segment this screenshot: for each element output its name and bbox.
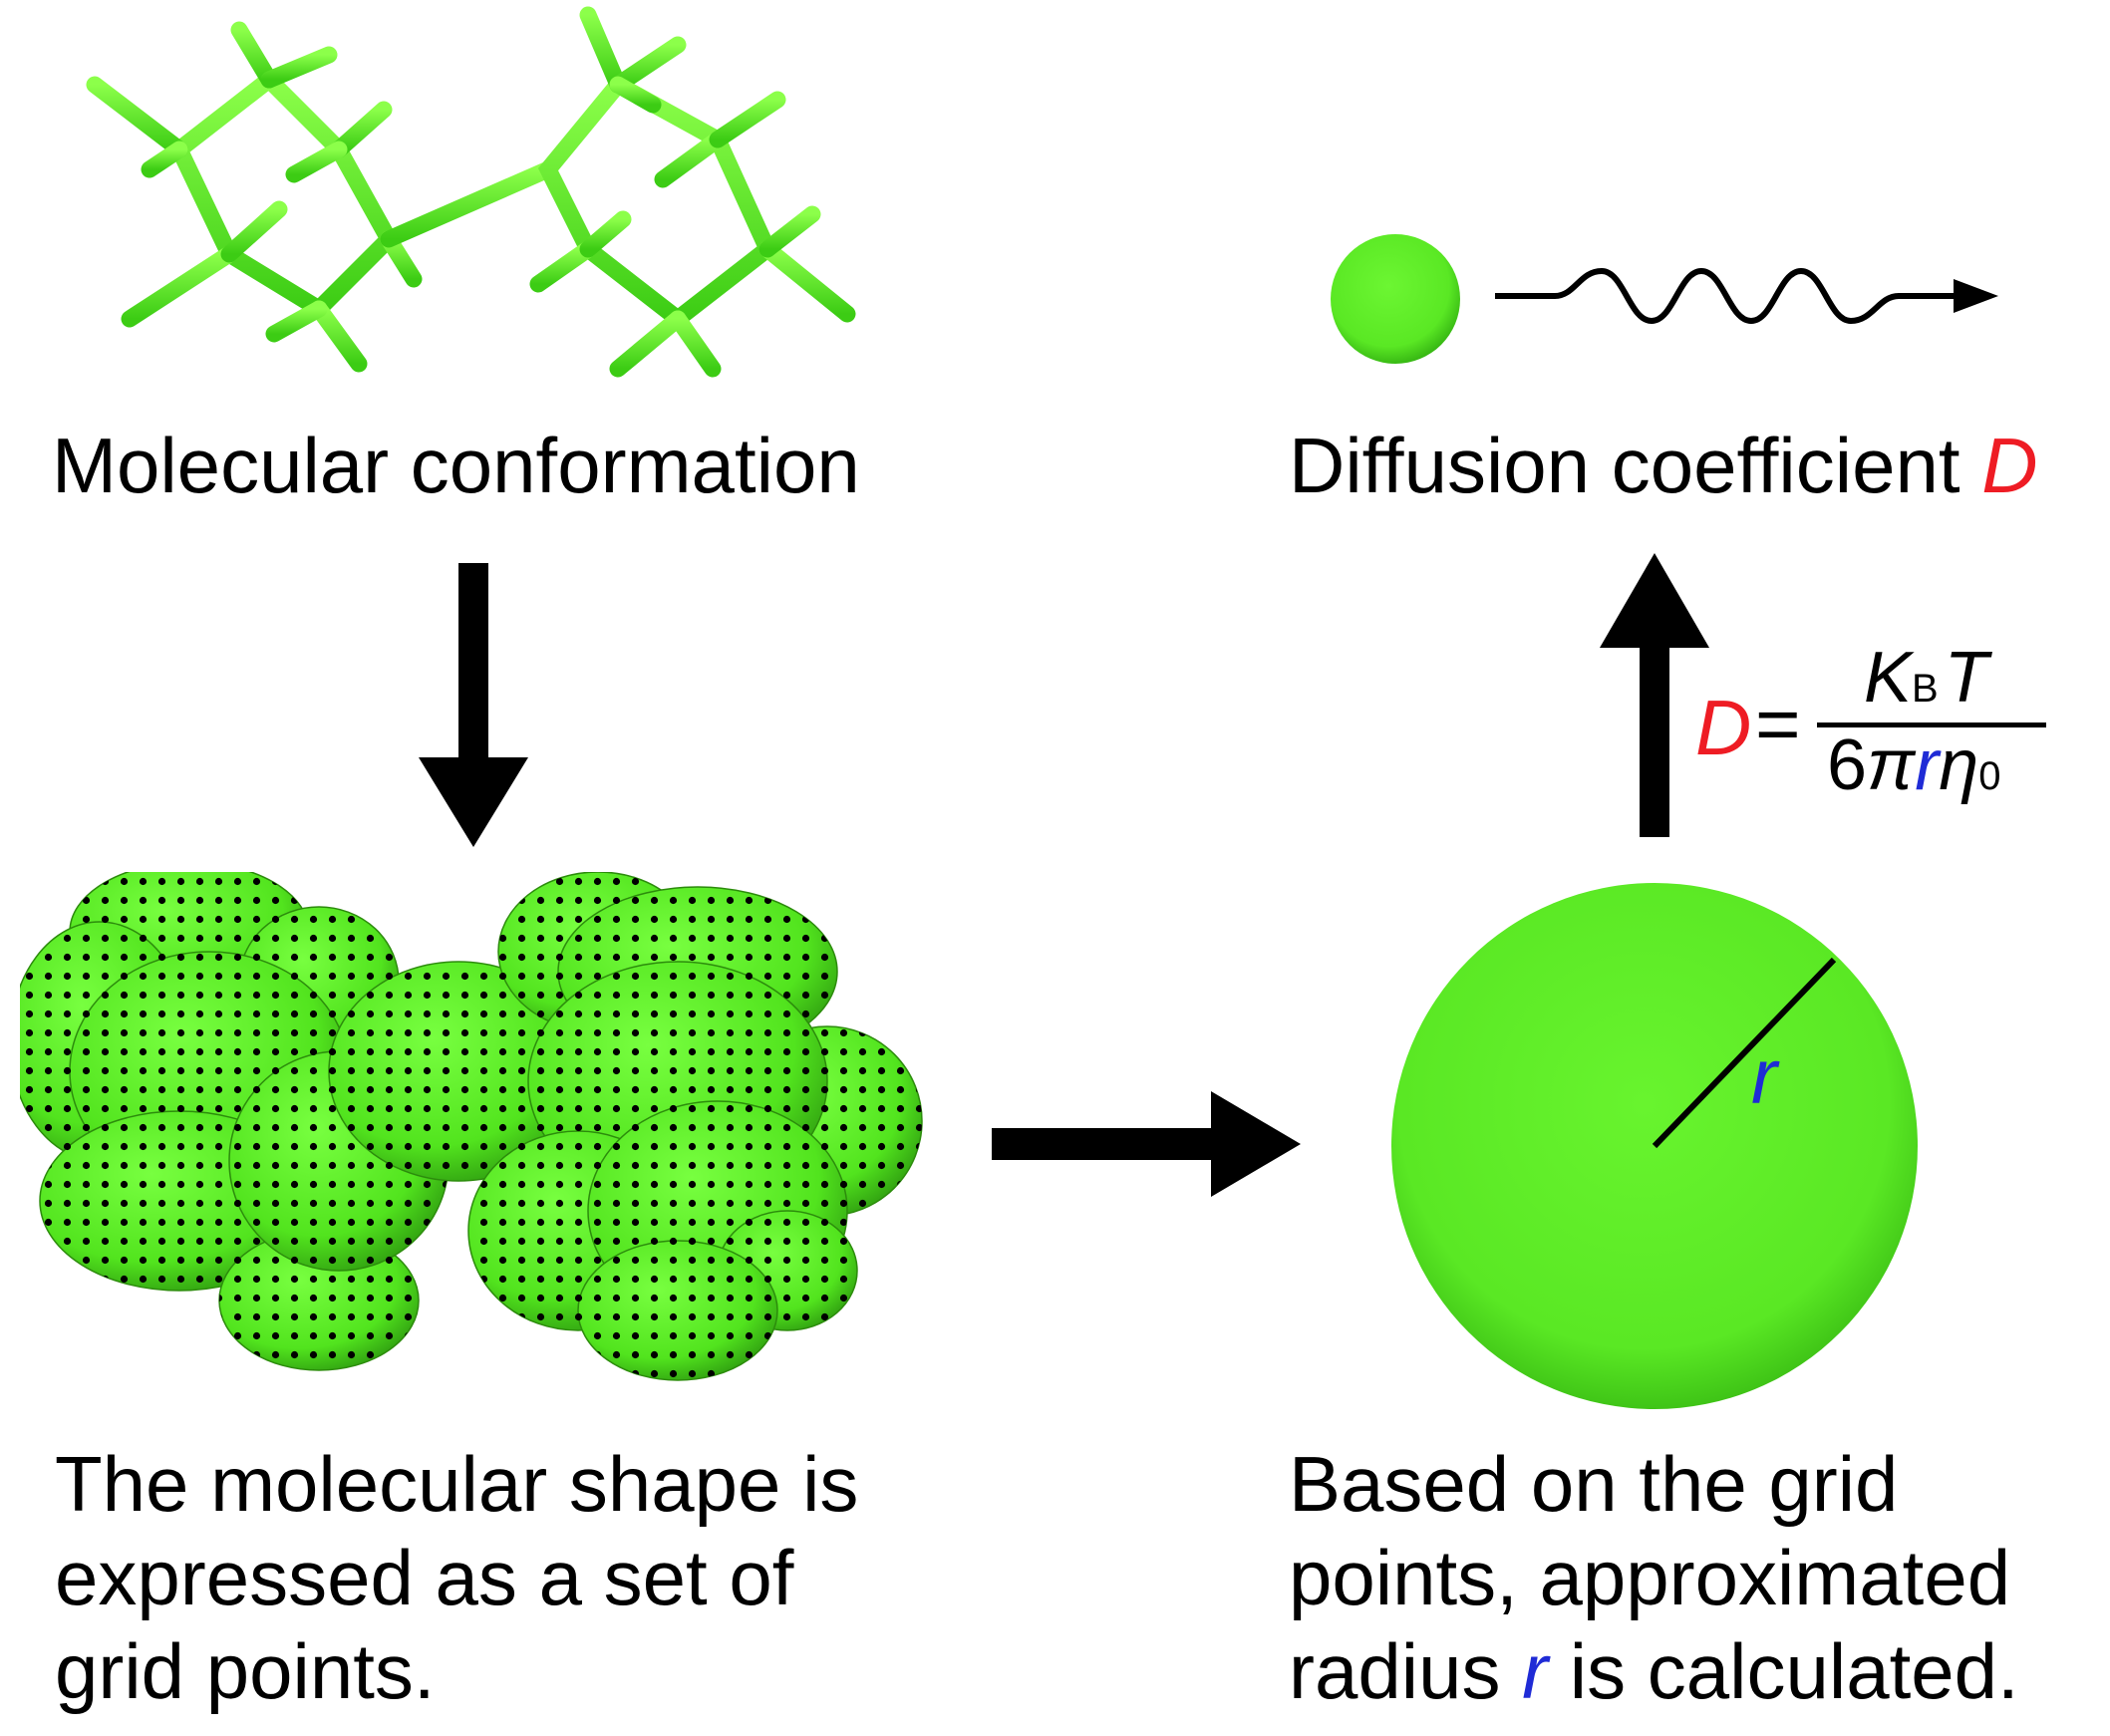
- diffusing-particle: [1331, 234, 1460, 364]
- right-arrow: [992, 1091, 1301, 1197]
- formula-eta-subscript: 0: [1978, 754, 2001, 798]
- radius-caption-line-3: radius r is calculated.: [1289, 1624, 2019, 1718]
- molecular-conformation-label: Molecular conformation: [52, 422, 860, 509]
- formula-k-subscript: B: [1912, 667, 1939, 711]
- formula-equals: =: [1755, 680, 1801, 767]
- sphere-radius-label: r: [1751, 1032, 1777, 1120]
- down-arrow: [419, 563, 528, 847]
- radius-caption-prefix: radius: [1289, 1627, 1523, 1715]
- formula-r: r: [1915, 725, 1940, 805]
- radius-symbol: r: [1522, 1627, 1549, 1715]
- approximated-sphere: [1391, 883, 1918, 1409]
- formula-denominator: 6πrη0: [1827, 724, 2001, 806]
- molecule-stick-model: [86, 6, 856, 378]
- molecule-grid-points: [20, 872, 923, 1381]
- diffusion-path-arrow: [1495, 267, 1998, 325]
- grid-points-caption: The molecular shape is expressed as a se…: [55, 1437, 858, 1718]
- grid-caption-line-3: grid points.: [55, 1627, 436, 1715]
- fraction-bar: [1817, 723, 2046, 727]
- formula-k: K: [1864, 638, 1913, 718]
- grid-caption-line-2: expressed as a set of: [55, 1534, 794, 1621]
- up-arrow: [1600, 553, 1709, 837]
- formula-numerator: KBT: [1864, 637, 1988, 719]
- radius-caption: Based on the grid points, approximated r…: [1289, 1437, 2019, 1718]
- stokes-einstein-formula: D = KBT 6πrη0: [1689, 638, 2088, 832]
- diffusion-coefficient-label: Diffusion coefficient D: [1289, 419, 2038, 512]
- formula-six: 6: [1827, 725, 1868, 805]
- grid-caption-line-1: The molecular shape is: [55, 1440, 859, 1528]
- radius-caption-suffix: is calculated.: [1548, 1627, 2019, 1715]
- radius-caption-line-2: points, approximated: [1289, 1534, 2011, 1621]
- formula-pi: π: [1867, 725, 1916, 805]
- radius-caption-line-1: Based on the grid: [1289, 1440, 1899, 1528]
- diffusion-label-text: Diffusion coefficient: [1289, 422, 1982, 509]
- diffusion-symbol: D: [1981, 422, 2038, 509]
- formula-t: T: [1944, 638, 1988, 718]
- formula-eta: η: [1939, 725, 1979, 805]
- formula-lhs: D: [1695, 684, 1752, 771]
